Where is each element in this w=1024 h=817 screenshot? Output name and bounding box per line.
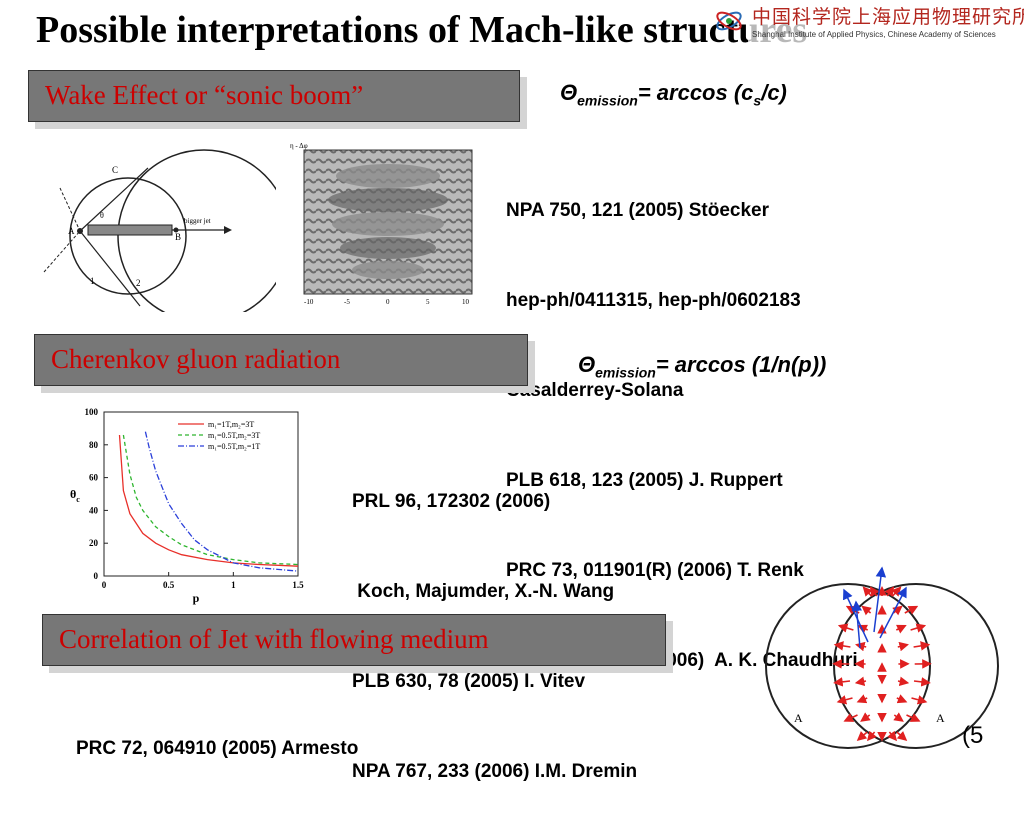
chart-ytick-label: 100	[85, 407, 99, 417]
chart-series-line	[123, 435, 298, 565]
chart-ylabel: θc	[70, 487, 80, 504]
wake-label-2: 2	[136, 278, 141, 288]
cherenkov-angle-chart: 0 0.5 1 1.5 0 20 40 60 80 100 m₁=1T,m₂=3T m₁=0.5T,…	[50, 400, 314, 610]
wake-label-b: B	[175, 232, 181, 242]
reference-item: Casalderrey-Solana	[506, 376, 858, 406]
logo-chinese-name: 中国科学院上海应用物理研究所	[752, 2, 1024, 29]
flow-velocity-arrow	[893, 588, 901, 596]
flow-velocity-arrow	[839, 626, 853, 630]
chart-ytick-label: 20	[89, 538, 99, 548]
institute-emblem-icon	[714, 6, 744, 36]
flow-velocity-arrow	[897, 732, 906, 740]
chart-legend-label: m₁=0.5T,m₂=3T	[208, 431, 260, 440]
reference-item: Koch, Majumder, X.-N. Wang	[352, 577, 637, 607]
page-number: (5	[962, 722, 983, 750]
formula-cherenkov: Θemission= arccos (1/n(p))	[578, 352, 826, 380]
chart-xtick-label: 1.5	[292, 580, 304, 590]
chart-xtick-label: 0.5	[163, 580, 175, 590]
flow-velocity-arrow	[863, 607, 871, 613]
flow-label-a-right: A	[936, 711, 945, 725]
chart-xtick-label: 0	[102, 580, 107, 590]
section-heading-cherenkov: Cherenkov gluon radiation	[34, 334, 528, 386]
wake-label-c: C	[112, 165, 118, 175]
formula-wake: Θemission= arccos (cs/c)	[560, 80, 787, 108]
wake-diagram: A B C 1 2 bigger jet θ	[36, 140, 276, 312]
slide-title: Possible interpretations of Mach-like st…	[36, 8, 807, 52]
chart-legend-label: m₁=0.5T,m₂=1T	[208, 442, 260, 451]
reference-item: PRL 96, 172302 (2006)	[352, 487, 637, 517]
flow-velocity-arrow	[896, 626, 905, 630]
chart-xtick-label: 1	[231, 580, 236, 590]
flow-velocity-arrow	[861, 715, 869, 721]
section-heading-wake: Wake Effect or “sonic boom”	[28, 70, 520, 122]
chart-xlabel: p	[193, 591, 200, 605]
flow-velocity-arrow	[894, 715, 902, 721]
chart-ytick-label: 40	[89, 505, 99, 515]
flow-velocity-arrow	[914, 645, 929, 647]
reference-item: PLB 630, 78 (2005) I. Vitev	[352, 667, 637, 697]
density-xtick: 10	[462, 298, 470, 306]
chart-frame	[104, 412, 298, 576]
wake-label-jet: bigger jet	[184, 217, 211, 225]
flow-velocity-arrow	[864, 588, 872, 596]
wake-label-theta: θ	[100, 211, 104, 220]
reference-item: hep-ph/0411315, hep-ph/0602183	[506, 286, 858, 316]
flow-velocity-arrow	[914, 681, 929, 683]
flow-velocity-arrow	[856, 681, 866, 683]
chart-series-line	[120, 435, 299, 566]
flow-velocity-arrow	[835, 681, 850, 683]
chart-ytick-label: 60	[89, 473, 99, 483]
density-xtick: 0	[386, 298, 390, 306]
logo-english-name: Shanghai Institute of Applied Physics, C…	[752, 30, 996, 39]
chart-legend-label: m₁=1T,m₂=3T	[208, 420, 254, 429]
reference-item: NPA 767, 233 (2006) I.M. Dremin	[352, 757, 637, 787]
mach-cone-density-plot: η - Δφ -10 -5 0 5 10	[286, 136, 482, 308]
wake-label-a: A	[68, 226, 75, 236]
density-xtick: -10	[304, 298, 314, 306]
institute-logo: 中国科学院上海应用物理研究所 Shanghai Institute of App…	[748, 0, 1024, 50]
flow-velocity-arrow	[911, 626, 925, 630]
chart-ytick-label: 80	[89, 440, 99, 450]
flow-velocity-arrow	[897, 698, 906, 702]
density-xtick: 5	[426, 298, 430, 306]
density-ylabel: η - Δφ	[290, 142, 308, 150]
references-flow: PRC 72, 064910 (2005) Armesto	[76, 674, 358, 794]
flow-velocity-arrow	[898, 681, 908, 683]
flow-velocity-arrow	[835, 645, 850, 647]
flow-velocity-arrow	[858, 698, 867, 702]
flow-label-a-left: A	[794, 711, 803, 725]
flow-velocity-arrow	[858, 732, 867, 740]
reference-item: NPA 750, 121 (2005) Stöecker	[506, 196, 858, 226]
wake-label-1: 1	[90, 276, 95, 286]
section-heading-flow: Correlation of Jet with flowing medium	[42, 614, 666, 666]
density-xtick: -5	[344, 298, 350, 306]
reference-item: PRC 72, 064910 (2005) Armesto	[76, 734, 358, 764]
chart-ytick-label: 0	[94, 571, 99, 581]
flow-velocity-arrow	[857, 645, 867, 647]
flow-velocity-arrow	[898, 645, 908, 647]
